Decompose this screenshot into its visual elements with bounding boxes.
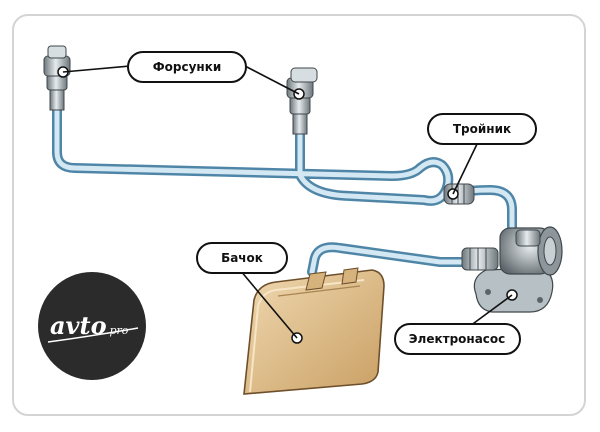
callout-pump: Электронасос	[394, 323, 521, 355]
label-pump: Электронасос	[409, 332, 506, 346]
callout-tee: Тройник	[427, 113, 537, 145]
label-reservoir: Бачок	[221, 251, 263, 265]
logo-wordmark: avto	[50, 311, 107, 340]
callout-injectors: Форсунки	[127, 51, 247, 83]
injector-left	[43, 45, 71, 111]
callout-leaders	[62, 65, 513, 339]
callout-reservoir: Бачок	[196, 242, 288, 274]
tee-fitting	[443, 183, 475, 205]
injector-right	[286, 67, 318, 135]
electric-pump	[461, 226, 563, 313]
label-injectors: Форсунки	[153, 60, 222, 74]
logo-suffix: .pro	[106, 324, 129, 337]
reservoir-tank	[243, 267, 385, 395]
avto-pro-logo: avto .pro	[38, 272, 146, 380]
label-tee: Тройник	[453, 122, 511, 136]
